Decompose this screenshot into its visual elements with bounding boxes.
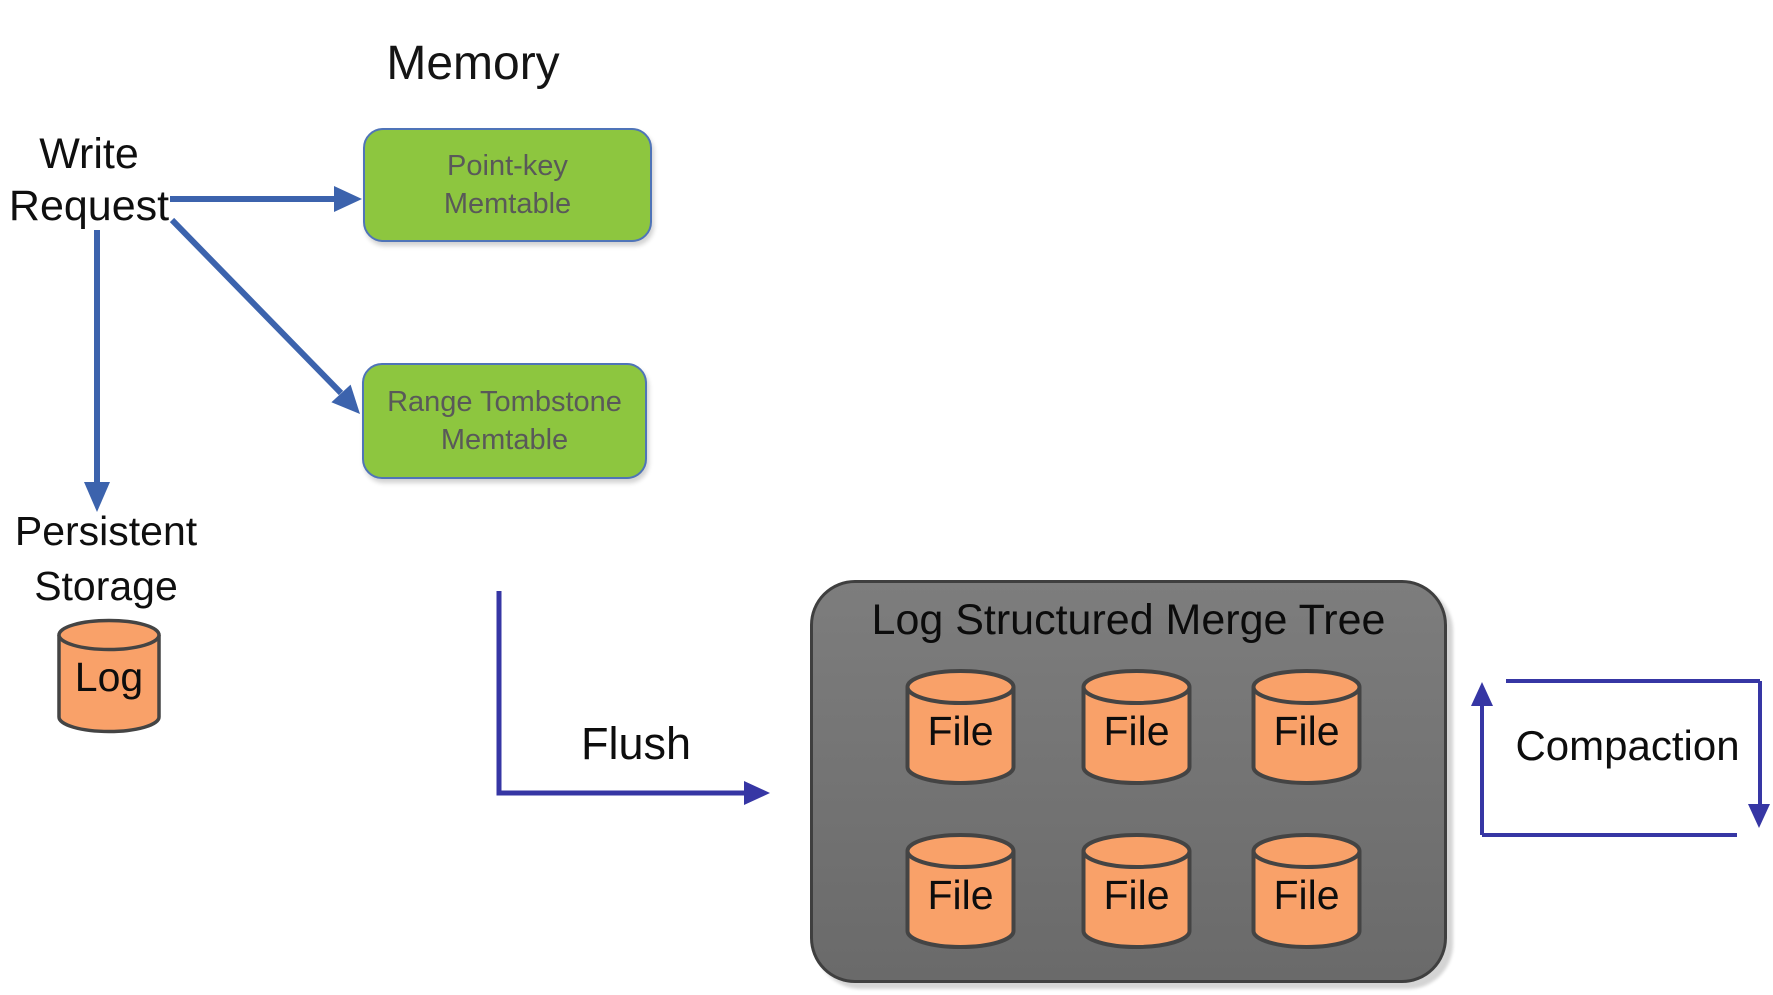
file-label: File xyxy=(1273,872,1340,918)
cylinder-shape-icon xyxy=(1081,833,1192,949)
lsm-tree-title: Log Structured Merge Tree xyxy=(871,596,1386,644)
arrow-write-to-persistent-storage xyxy=(84,230,110,512)
write-request-label: Write Request xyxy=(0,128,178,232)
memory-section-label: Memory xyxy=(386,37,560,90)
cylinder-shape-icon xyxy=(57,618,161,734)
persistent-storage-line2: Storage xyxy=(34,563,178,609)
arrow-write-to-range-memtable xyxy=(169,217,360,414)
persistent-storage-line1: Persistent xyxy=(14,508,198,554)
arrow-flush xyxy=(496,591,770,805)
sstable-file-cylinder-2: File xyxy=(1080,668,1193,790)
file-label: File xyxy=(927,708,994,754)
sstable-file-cylinder-6: File xyxy=(1250,832,1363,954)
point-key-memtable-line1: Point-key xyxy=(447,150,568,182)
file-label: File xyxy=(1103,708,1170,754)
flush-label: Flush xyxy=(580,718,692,769)
point-key-memtable-node: Point-key Memtable xyxy=(363,128,652,242)
sstable-file-cylinder-4: File xyxy=(904,832,1017,954)
sstable-file-cylinder-3: File xyxy=(1250,668,1363,790)
sstable-file-cylinder-5: File xyxy=(1080,832,1193,954)
point-key-memtable-line2: Memtable xyxy=(443,188,572,220)
cylinder-shape-icon xyxy=(1251,669,1362,785)
write-request-line2: Request xyxy=(8,182,170,230)
sstable-file-cylinder-1: File xyxy=(904,668,1017,790)
file-label: File xyxy=(1273,708,1340,754)
log-label: Log xyxy=(74,654,144,700)
range-tombstone-memtable-line1: Range Tombstone xyxy=(387,386,622,418)
cylinder-shape-icon xyxy=(905,833,1016,949)
write-request-line1: Write xyxy=(39,130,139,178)
cylinder-shape-icon xyxy=(1251,833,1362,949)
compaction-label: Compaction xyxy=(1515,722,1740,769)
arrow-write-to-pointkey-memtable xyxy=(170,186,362,212)
cylinder-shape-icon xyxy=(905,669,1016,785)
range-tombstone-memtable-line2: Memtable xyxy=(440,424,569,456)
cylinder-shape-icon xyxy=(1081,669,1192,785)
range-tombstone-memtable-node: Range Tombstone Memtable xyxy=(362,363,647,479)
file-label: File xyxy=(927,872,994,918)
persistent-storage-label: Persistent Storage xyxy=(6,504,206,614)
file-label: File xyxy=(1103,872,1170,918)
log-cylinder: Log xyxy=(56,618,162,736)
lsm-tree-container: Log Structured Merge Tree File File File xyxy=(810,580,1447,983)
